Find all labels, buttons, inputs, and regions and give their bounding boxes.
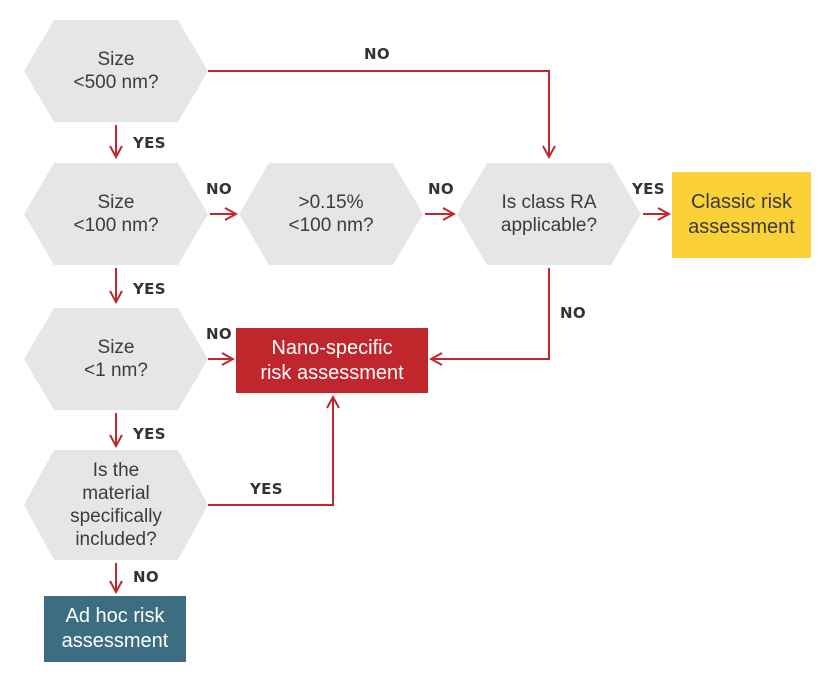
size100-decision-shape <box>24 163 208 265</box>
nano-specific-risk-assessment-label: Nano-specific risk assessment <box>260 336 404 384</box>
edge-label-material-yes: YES <box>250 480 283 498</box>
classRA-decision-label: Is class RA applicable? <box>500 192 598 236</box>
edge-label-size1-yes: YES <box>133 425 166 443</box>
classRA-decision-shape <box>457 163 641 265</box>
classic-box-shape <box>672 172 811 258</box>
material-decision-label: Is the material specifically included? <box>70 460 162 550</box>
size1-decision-label: Size <1 nm? <box>84 337 148 381</box>
edge-label-classRA-yes: YES <box>632 180 665 198</box>
edge-label-size100-yes: YES <box>133 280 166 298</box>
edge-label-size1-no: NO <box>206 325 232 343</box>
edge-material-yes <box>208 397 333 506</box>
size1-decision-shape <box>24 308 208 410</box>
classic-risk-assessment-label: Classic risk assessment <box>688 191 795 238</box>
size500-decision-label: Size <500 nm? <box>73 49 159 93</box>
adhoc-box-shape <box>44 596 186 662</box>
edge-classRA-no <box>431 268 550 359</box>
edge-label-pct015-no: NO <box>428 180 454 198</box>
nano-box-shape <box>236 328 428 393</box>
size500-decision-shape <box>24 20 208 122</box>
edge-label-size500-yes: YES <box>133 134 166 152</box>
edge-label-material-no: NO <box>133 568 159 586</box>
adhoc-risk-assessment-label: Ad hoc risk assessment <box>61 605 169 652</box>
pct015-decision-shape <box>239 163 423 265</box>
edge-size500-no <box>208 70 549 157</box>
material-decision-shape <box>24 450 208 560</box>
edge-label-size100-no: NO <box>206 180 232 198</box>
size100-decision-label: Size <100 nm? <box>73 192 159 236</box>
edge-label-size500-no: NO <box>364 45 390 63</box>
pct015-decision-label: >0.15% <100 nm? <box>288 192 374 236</box>
edge-label-classRA-no: NO <box>560 304 586 322</box>
